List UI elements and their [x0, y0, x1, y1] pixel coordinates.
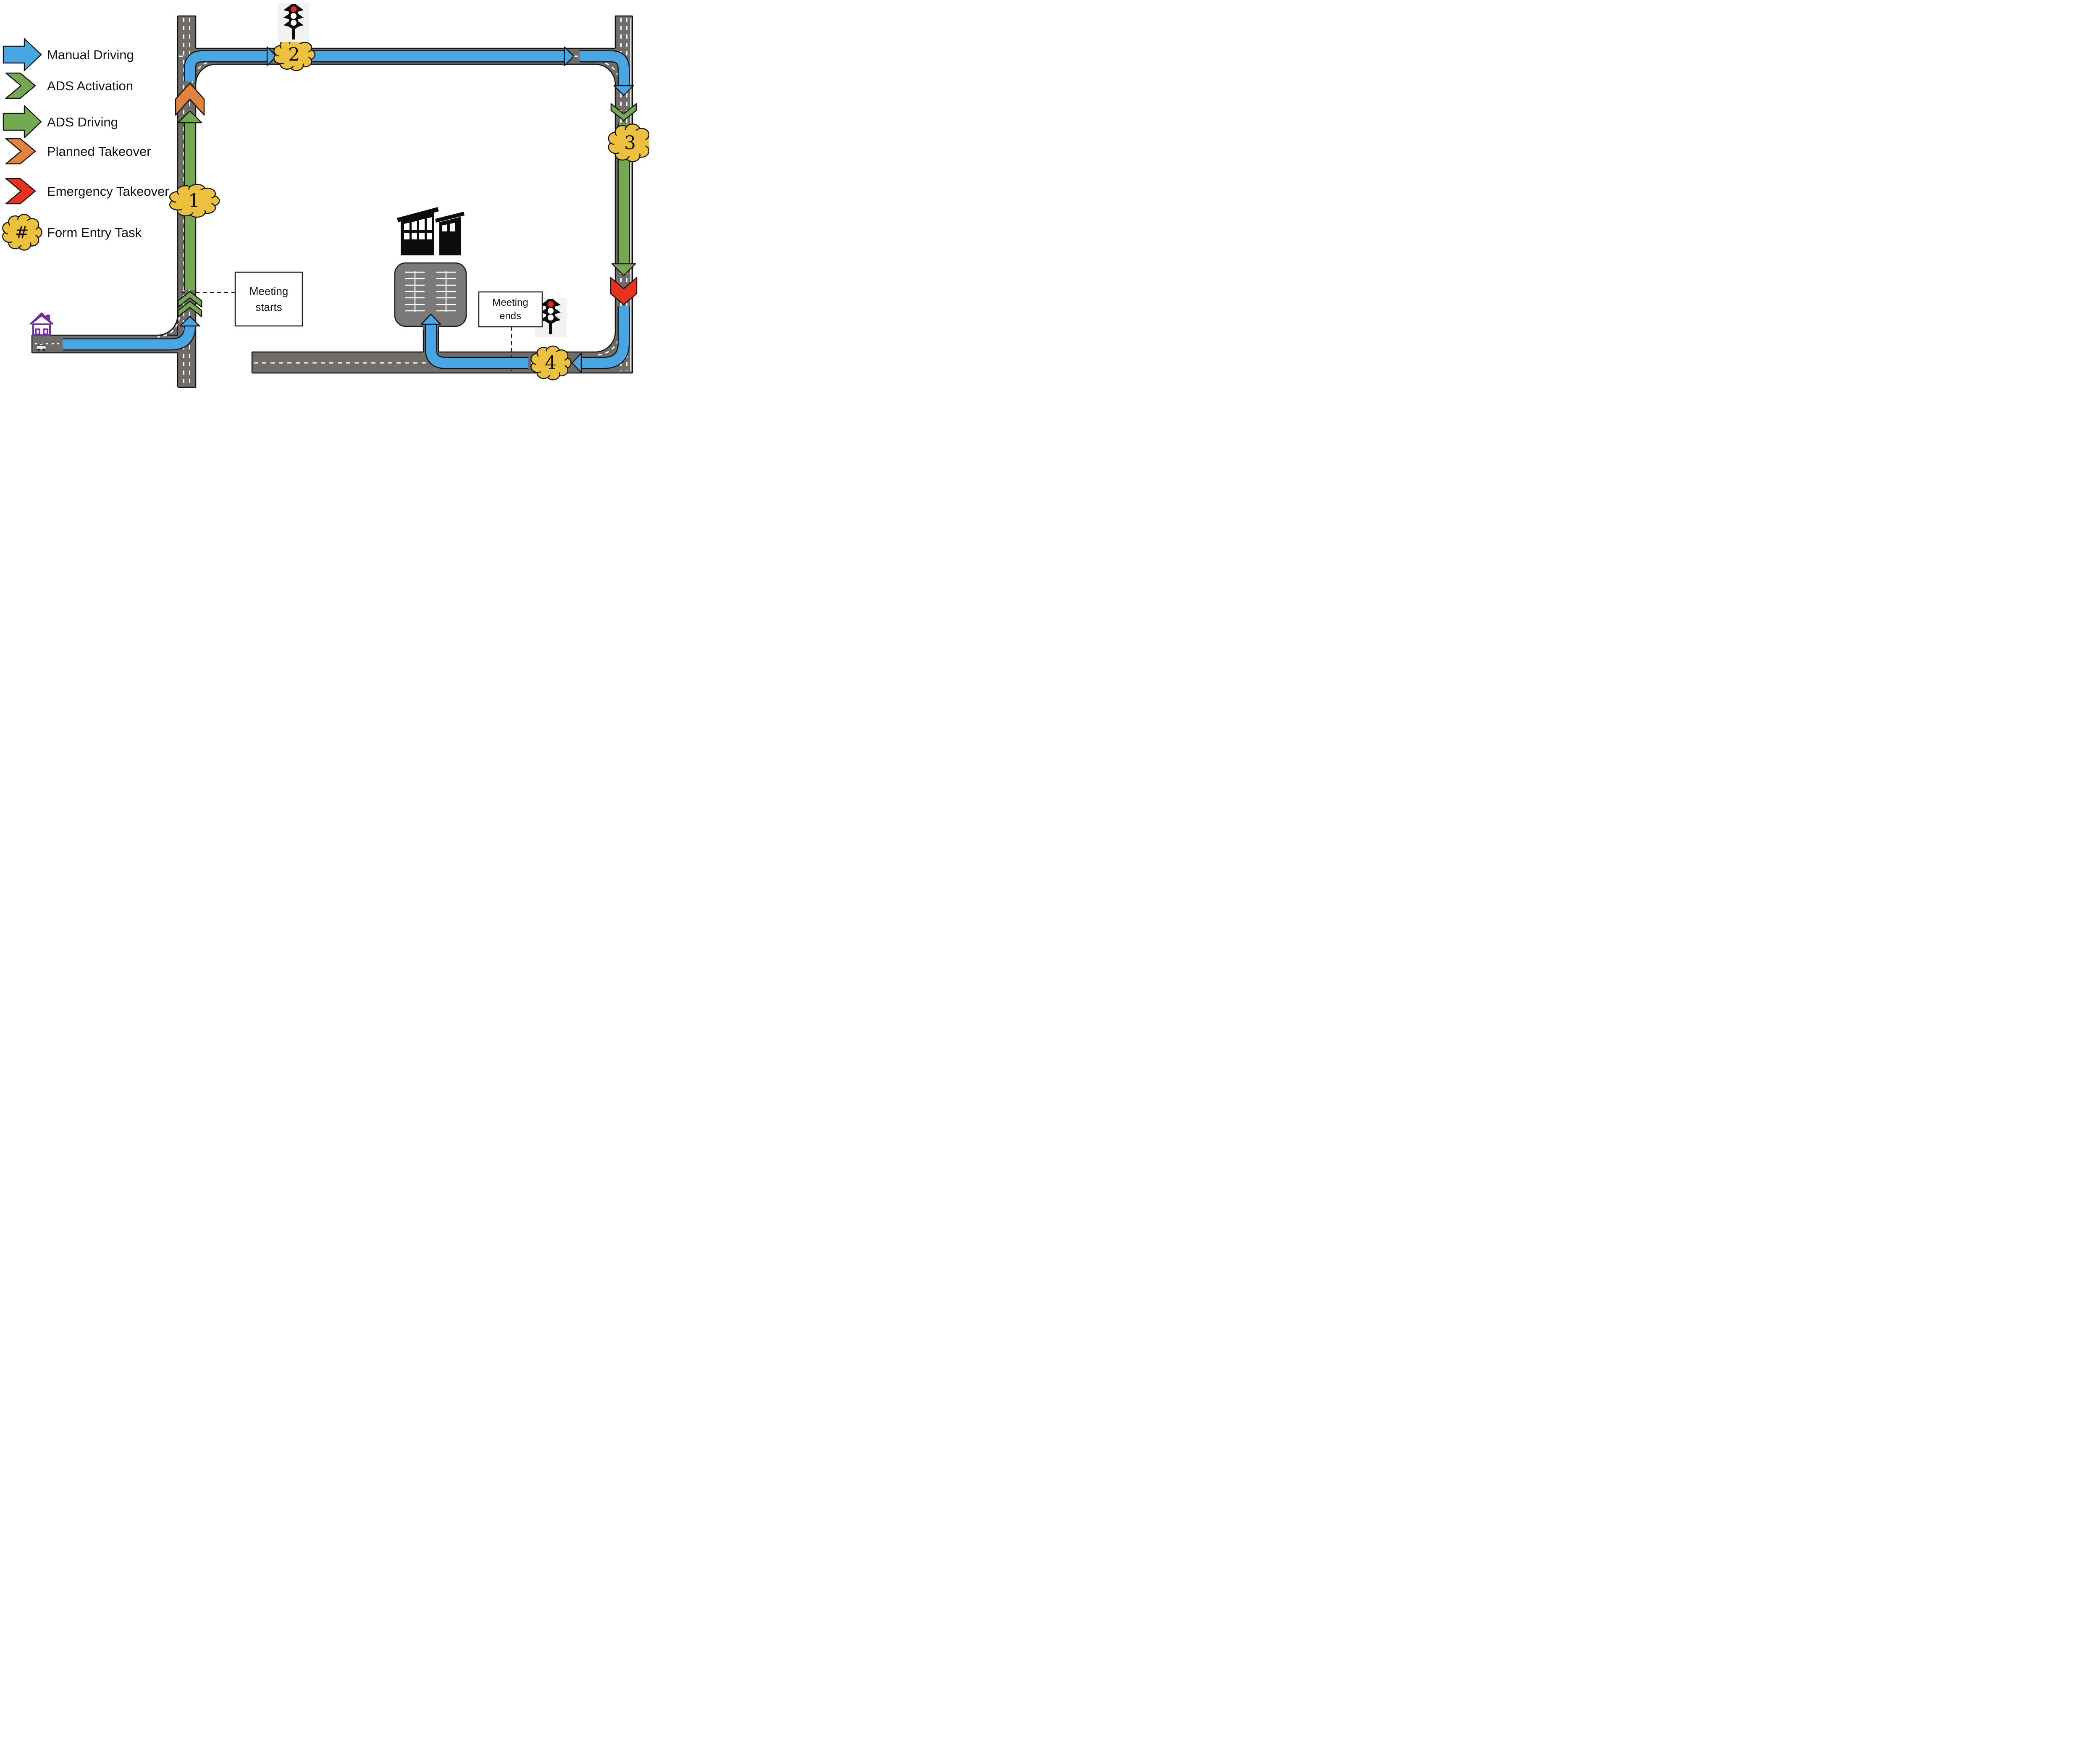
meeting-starts-line1: Meeting — [249, 285, 289, 297]
route-arrows — [63, 46, 638, 373]
ads-driving-arrow-icon — [3, 105, 42, 139]
manual-driving-arrow-1 — [63, 315, 200, 351]
office-building-icon — [397, 207, 465, 255]
task-number-1: 1 — [188, 190, 200, 212]
corner-fillet-top-left — [196, 64, 216, 84]
planned-takeover-chevron-icon — [5, 138, 36, 165]
legend-label: Form Entry Task — [47, 225, 142, 240]
legend-label: Planned Takeover — [47, 144, 151, 159]
emergency-takeover-chevron — [610, 277, 638, 305]
legend-item-ads-activation: ADS Activation — [5, 72, 133, 99]
traffic-light-icon-top — [278, 3, 310, 42]
task-number-3: 3 — [624, 132, 636, 154]
planned-takeover-chevron — [175, 82, 205, 116]
ads-activation-chevrons-start — [177, 291, 202, 318]
form-entry-task-2: 2 — [274, 39, 315, 71]
legend-label: ADS Activation — [47, 79, 133, 93]
meeting-ends-line1: Meeting — [492, 297, 528, 308]
legend-item-form-entry-task: # Form Entry Task — [3, 215, 142, 250]
corner-fillet-top-right — [595, 64, 615, 84]
ads-activation-chevron-right — [610, 103, 637, 121]
manual-driving-arrow-6 — [420, 313, 528, 369]
car-icon — [36, 343, 47, 352]
legend-cloud-symbol: # — [15, 223, 29, 242]
meeting-starts-box: Meeting starts — [234, 271, 303, 327]
meeting-ends-line2: ends — [499, 310, 521, 322]
form-entry-cloud-icon: # — [3, 215, 42, 250]
ads-activation-chevron-icon — [5, 72, 36, 99]
meeting-starts-line2: starts — [255, 301, 282, 313]
manual-driving-arrow-4 — [580, 50, 634, 96]
emergency-takeover-chevron-icon — [5, 178, 36, 205]
legend-item-ads-driving: ADS Driving — [3, 105, 118, 139]
legend-item-manual-driving: Manual Driving — [3, 38, 134, 71]
manual-driving-arrow-2 — [184, 46, 277, 81]
task-number-2: 2 — [288, 44, 300, 66]
manual-driving-arrow-icon — [3, 38, 42, 71]
legend-label: ADS Driving — [47, 115, 118, 129]
task-number-4: 4 — [545, 352, 556, 374]
route-map-svg: 1 2 3 4 Meeting starts Meeting ends Manu… — [0, 3, 649, 389]
form-entry-task-3: 3 — [609, 124, 649, 162]
corner-fillet-bottom-right — [595, 332, 615, 352]
house-icon — [29, 313, 54, 336]
meeting-ends-box: Meeting ends — [478, 291, 543, 328]
manual-driving-arrow-3 — [312, 46, 575, 66]
legend-item-emergency-takeover: Emergency Takeover — [5, 178, 169, 205]
legend-label: Manual Driving — [47, 47, 134, 62]
parking-space-markings — [405, 271, 456, 312]
route-diagram: 1 2 3 4 Meeting starts Meeting ends Manu… — [0, 0, 649, 389]
legend-item-planned-takeover: Planned Takeover — [5, 138, 151, 165]
legend: Manual Driving ADS Activation ADS Drivin… — [3, 38, 169, 250]
manual-driving-arrow-5 — [571, 306, 630, 373]
form-entry-task-1: 1 — [170, 184, 219, 217]
legend-label: Emergency Takeover — [47, 184, 169, 199]
form-entry-task-4: 4 — [531, 346, 571, 380]
